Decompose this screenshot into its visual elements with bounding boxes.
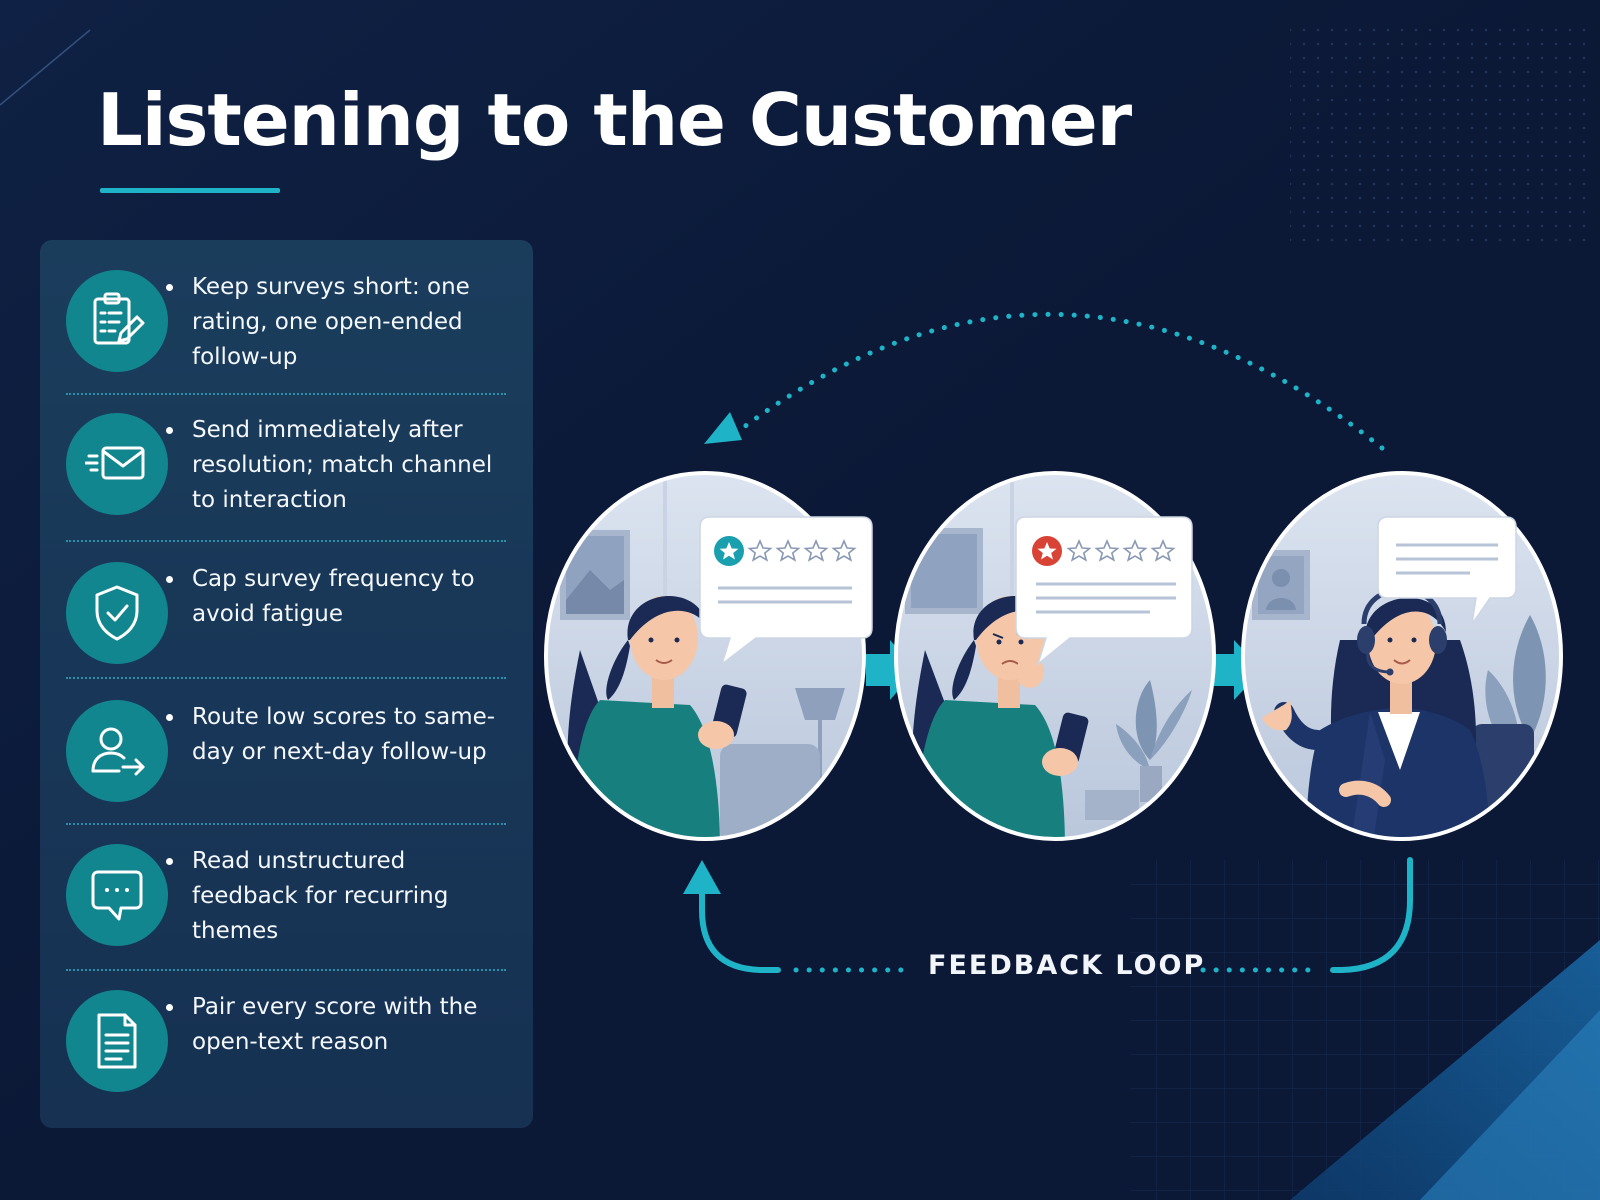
tip-text: Read unstructured feedback for recurring… <box>166 844 502 949</box>
tip-text: Send immediately after resolution; match… <box>166 413 502 518</box>
divider <box>66 823 506 825</box>
chat-bubble-icon <box>66 844 168 946</box>
tip-text: Keep surveys short: one rating, one open… <box>166 270 502 375</box>
shield-check-icon <box>66 562 168 664</box>
divider <box>66 677 506 679</box>
feedback-loop-label: FEEDBACK LOOP <box>928 950 1206 981</box>
tips-panel: Keep surveys short: one rating, one open… <box>40 240 533 1128</box>
divider <box>66 969 506 971</box>
loop-top-arrowhead <box>704 412 742 444</box>
tip-text: Route low scores to same-day or next-day… <box>166 700 502 770</box>
user-arrow-icon <box>66 700 168 802</box>
rating-stars-bad <box>1032 536 1176 566</box>
loop-top-arc <box>737 311 1385 451</box>
divider <box>66 393 506 395</box>
divider <box>66 540 506 542</box>
loop-bottom-left-curve <box>699 887 781 973</box>
tip-text: Cap survey frequency to avoid fatigue <box>166 562 502 632</box>
loop-bottom-right-curve <box>1330 857 1413 973</box>
mail-send-icon <box>66 413 168 515</box>
page-title: Listening to the Customer <box>97 78 1132 162</box>
clipboard-edit-icon <box>66 270 168 372</box>
title-underline <box>100 188 280 193</box>
scene-agent-follow-up <box>1241 471 1563 841</box>
loop-bottom-arrowhead <box>683 860 721 894</box>
rating-stars-good <box>714 536 857 566</box>
scene-customer-unhappy <box>894 471 1216 841</box>
document-icon <box>66 990 168 1092</box>
scene-customer-rates <box>544 471 873 841</box>
tip-text: Pair every score with the open-text reas… <box>166 990 502 1060</box>
